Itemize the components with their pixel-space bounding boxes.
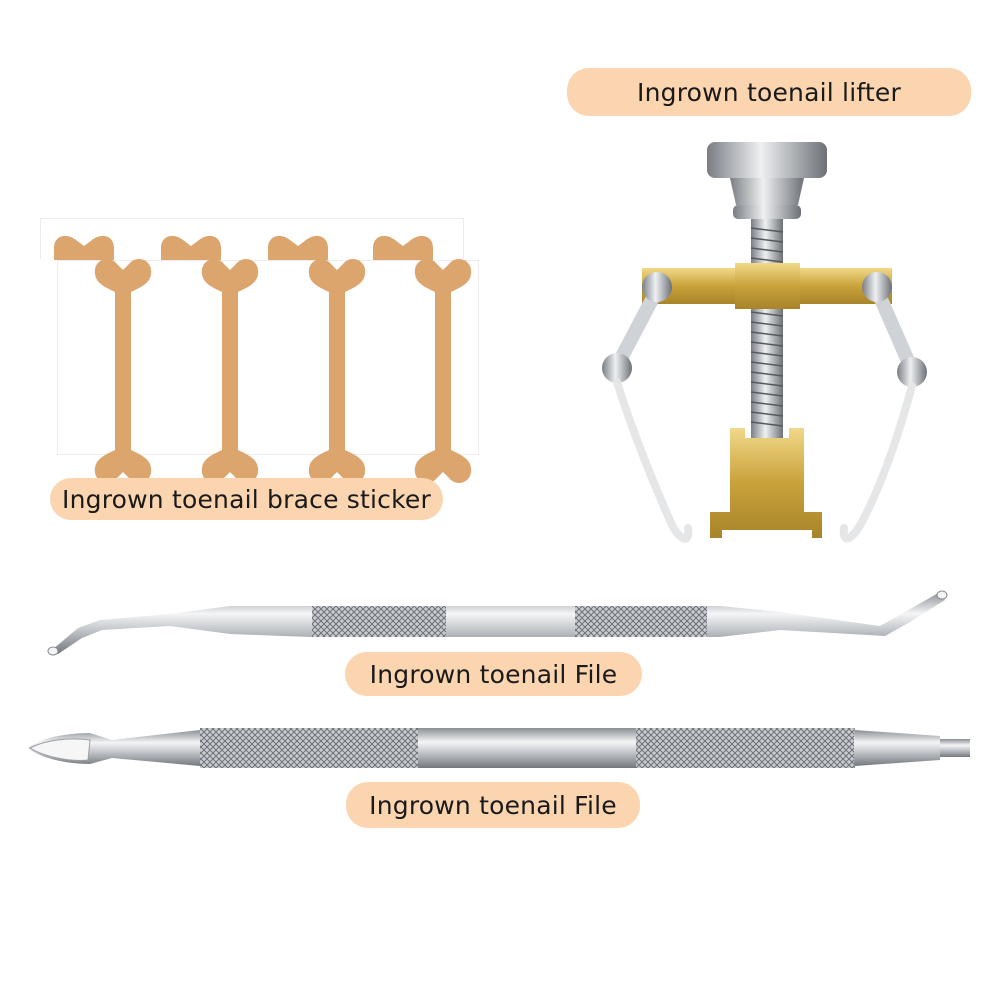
label-lifter: Ingrown toenail lifter: [567, 68, 971, 116]
label-file-spatula: Ingrown toenail File: [346, 782, 640, 828]
label-file-curved: Ingrown toenail File: [345, 652, 642, 696]
label-brace-sticker: Ingrown toenail brace sticker: [50, 478, 443, 520]
